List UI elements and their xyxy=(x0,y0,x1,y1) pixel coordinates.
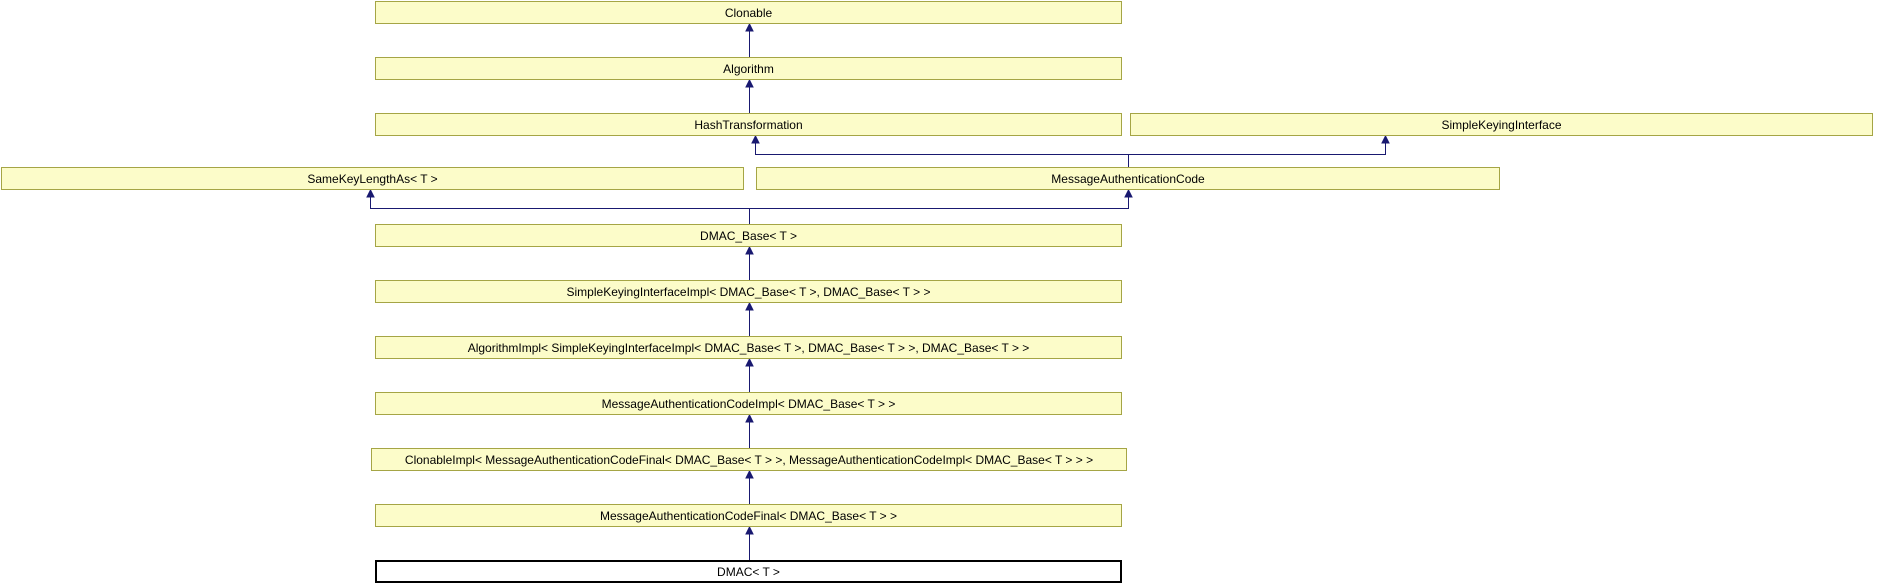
class-label: AlgorithmImpl< SimpleKeyingInterfaceImpl… xyxy=(467,340,1030,355)
edge-messageauthenticationcode-to-hashtransformation-and-simplekeyinginterface xyxy=(751,134,1390,167)
class-label: SimpleKeyingInterface xyxy=(1441,117,1562,132)
class-label: DMAC_Base< T > xyxy=(700,228,797,243)
class-node-dmac-current: DMAC< T > xyxy=(375,560,1122,583)
edge-dmacbase-to-samekeylengthas-and-messageauthenticationcode xyxy=(366,188,1133,224)
class-label: ClonableImpl< MessageAuthenticationCodeF… xyxy=(404,452,1094,467)
class-node-algorithm[interactable]: Algorithm xyxy=(375,57,1122,80)
edge-dmac-to-messageauthenticationcodefinal xyxy=(745,525,754,560)
edge-messageauthenticationcodefinal-to-clonableimpl xyxy=(745,469,754,504)
class-node-simple-keying-interface[interactable]: SimpleKeyingInterface xyxy=(1130,113,1873,136)
class-node-clonable[interactable]: Clonable xyxy=(375,1,1122,24)
class-label: Clonable xyxy=(724,5,773,20)
class-node-dmac-base[interactable]: DMAC_Base< T > xyxy=(375,224,1122,247)
class-node-message-authentication-code[interactable]: MessageAuthenticationCode xyxy=(756,167,1500,190)
edge-algorithmimpl-to-simplekeyinginterfaceimpl xyxy=(745,301,754,336)
class-node-hash-transformation[interactable]: HashTransformation xyxy=(375,113,1122,136)
class-label: SimpleKeyingInterfaceImpl< DMAC_Base< T … xyxy=(566,284,931,299)
edge-simplekeyinginterfaceimpl-to-dmacbase xyxy=(745,245,754,280)
edge-algorithm-to-clonable xyxy=(745,22,754,57)
class-node-algorithm-impl[interactable]: AlgorithmImpl< SimpleKeyingInterfaceImpl… xyxy=(375,336,1122,359)
class-label: DMAC< T > xyxy=(717,564,780,579)
class-label: MessageAuthenticationCode xyxy=(1051,171,1205,186)
class-node-clonable-impl[interactable]: ClonableImpl< MessageAuthenticationCodeF… xyxy=(371,448,1127,471)
class-node-message-authentication-code-final[interactable]: MessageAuthenticationCodeFinal< DMAC_Bas… xyxy=(375,504,1122,527)
edge-messageauthenticationcodeimpl-to-algorithmimpl xyxy=(745,357,754,392)
edge-clonableimpl-to-messageauthenticationcodeimpl xyxy=(745,413,754,448)
edge-hashtransformation-to-algorithm xyxy=(745,78,754,113)
class-label: HashTransformation xyxy=(694,117,803,132)
class-label: MessageAuthenticationCodeImpl< DMAC_Base… xyxy=(601,396,896,411)
class-node-message-authentication-code-impl[interactable]: MessageAuthenticationCodeImpl< DMAC_Base… xyxy=(375,392,1122,415)
class-label: Algorithm xyxy=(723,61,774,76)
class-label: SameKeyLengthAs< T > xyxy=(307,171,438,186)
class-label: MessageAuthenticationCodeFinal< DMAC_Bas… xyxy=(599,508,898,523)
class-node-simple-keying-interface-impl[interactable]: SimpleKeyingInterfaceImpl< DMAC_Base< T … xyxy=(375,280,1122,303)
class-node-same-key-length-as[interactable]: SameKeyLengthAs< T > xyxy=(1,167,744,190)
